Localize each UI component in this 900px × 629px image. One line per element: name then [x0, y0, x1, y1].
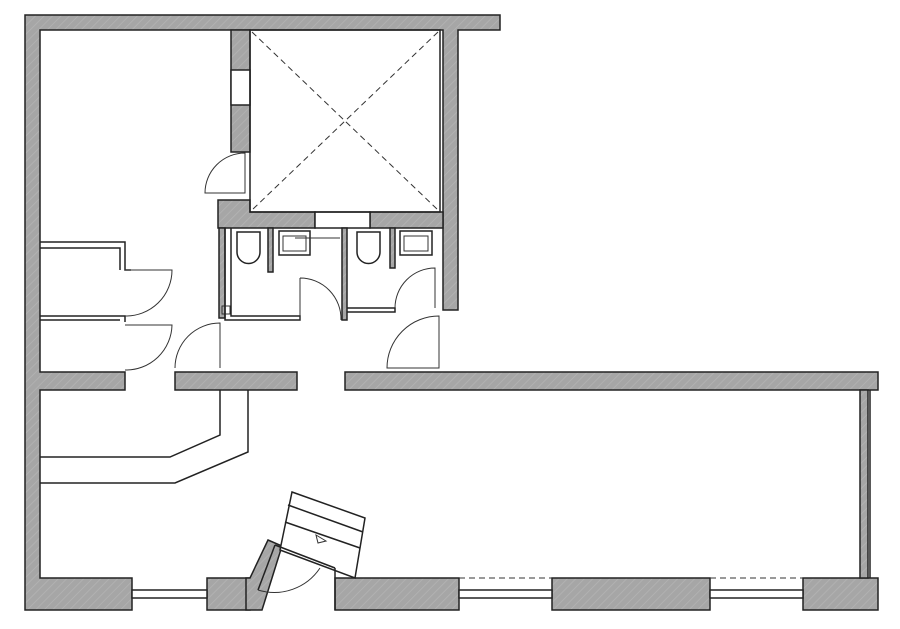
- elevator-core: [217, 29, 444, 229]
- door-swing: [174, 322, 221, 369]
- exterior-walls: [24, 14, 879, 611]
- left-rooms: [40, 241, 249, 484]
- restrooms: [204, 152, 440, 369]
- door-swing: [386, 315, 440, 369]
- door-swing: [394, 267, 436, 309]
- toilet-icon: [236, 231, 261, 265]
- door-swing: [204, 152, 246, 194]
- entrance: [257, 491, 366, 610]
- window: [230, 69, 251, 106]
- door-swing: [124, 269, 173, 317]
- door-swing: [124, 324, 173, 371]
- elevator-door: [314, 211, 371, 229]
- windows: [131, 577, 804, 599]
- door-swing: [299, 277, 342, 321]
- toilet-icon: [356, 231, 381, 265]
